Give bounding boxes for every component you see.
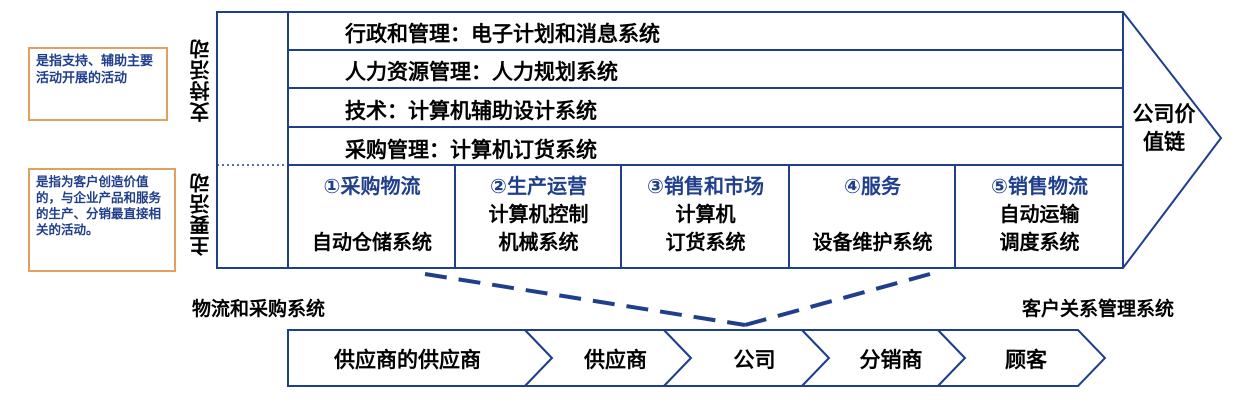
primary-line2: 调度系统 (999, 230, 1080, 254)
primary-line2: 机械系统 (498, 230, 579, 254)
primary-line1: 计算机控制 (488, 202, 589, 226)
primary-activities-label: 主要活动 (189, 172, 213, 256)
primary-activity-marketing: ③销售和市场 计算机 订货系统 (622, 172, 789, 256)
value-chain-title: 公司价值链 (1124, 100, 1204, 156)
primary-note: 是指为客户创造价值的，与企业产品和服务的生产、分销最直接相关的活动。 (28, 168, 176, 272)
support-note-text: 是指支持、辅助主要活动开展的活动 (36, 54, 154, 86)
support-row-procurement: 采购管理：计算机订货系统 (345, 138, 597, 162)
primary-title: ②生产运营 (490, 174, 587, 198)
support-row-admin: 行政和管理：电子计划和消息系统 (345, 22, 660, 46)
caption-logistics-procurement: 物流和采购系统 (192, 298, 326, 320)
chain-supplier-of-supplier: 供应商的供应商 (334, 348, 481, 372)
primary-line1 (289, 200, 455, 228)
chain-company: 公司 (733, 348, 776, 372)
dashed-connector-left (424, 272, 746, 327)
primary-line2: 设备维护系统 (812, 230, 933, 254)
primary-title: ③销售和市场 (647, 174, 764, 198)
primary-line1 (790, 200, 955, 228)
chain-distributor: 分销商 (859, 348, 923, 372)
primary-line2: 自动仓储系统 (312, 230, 432, 254)
primary-title: ⑤销售物流 (991, 174, 1088, 198)
caption-crm: 客户关系管理系统 (1022, 298, 1175, 320)
support-row-hr: 人力资源管理：人力规划系统 (345, 60, 618, 84)
primary-activity-operations: ②生产运营 计算机控制 机械系统 (456, 172, 621, 256)
dashed-connector-right (744, 272, 931, 327)
primary-title: ④服务 (844, 174, 901, 198)
chain-supplier: 供应商 (584, 348, 647, 372)
primary-activity-service: ④服务 设备维护系统 (790, 172, 955, 256)
chain-customer: 顾客 (1005, 348, 1047, 372)
primary-activity-inbound: ①采购物流 自动仓储系统 (289, 172, 455, 256)
primary-title: ①采购物流 (323, 174, 421, 198)
primary-activity-outbound: ⑤销售物流 自动运输 调度系统 (956, 172, 1123, 256)
value-chain-title-text: 公司价值链 (1132, 102, 1196, 154)
primary-line2: 订货系统 (665, 230, 746, 254)
support-row-tech: 技术：计算机辅助设计系统 (345, 99, 597, 123)
chain-shape-4 (935, 329, 1107, 387)
primary-note-text: 是指为客户创造价值的，与企业产品和服务的生产、分销最直接相关的活动。 (36, 174, 162, 237)
support-activities-label: 支持活动 (189, 38, 213, 122)
support-note: 是指支持、辅助主要活动开展的活动 (28, 47, 168, 121)
primary-line1: 自动运输 (999, 202, 1080, 226)
primary-line1: 计算机 (675, 202, 736, 226)
